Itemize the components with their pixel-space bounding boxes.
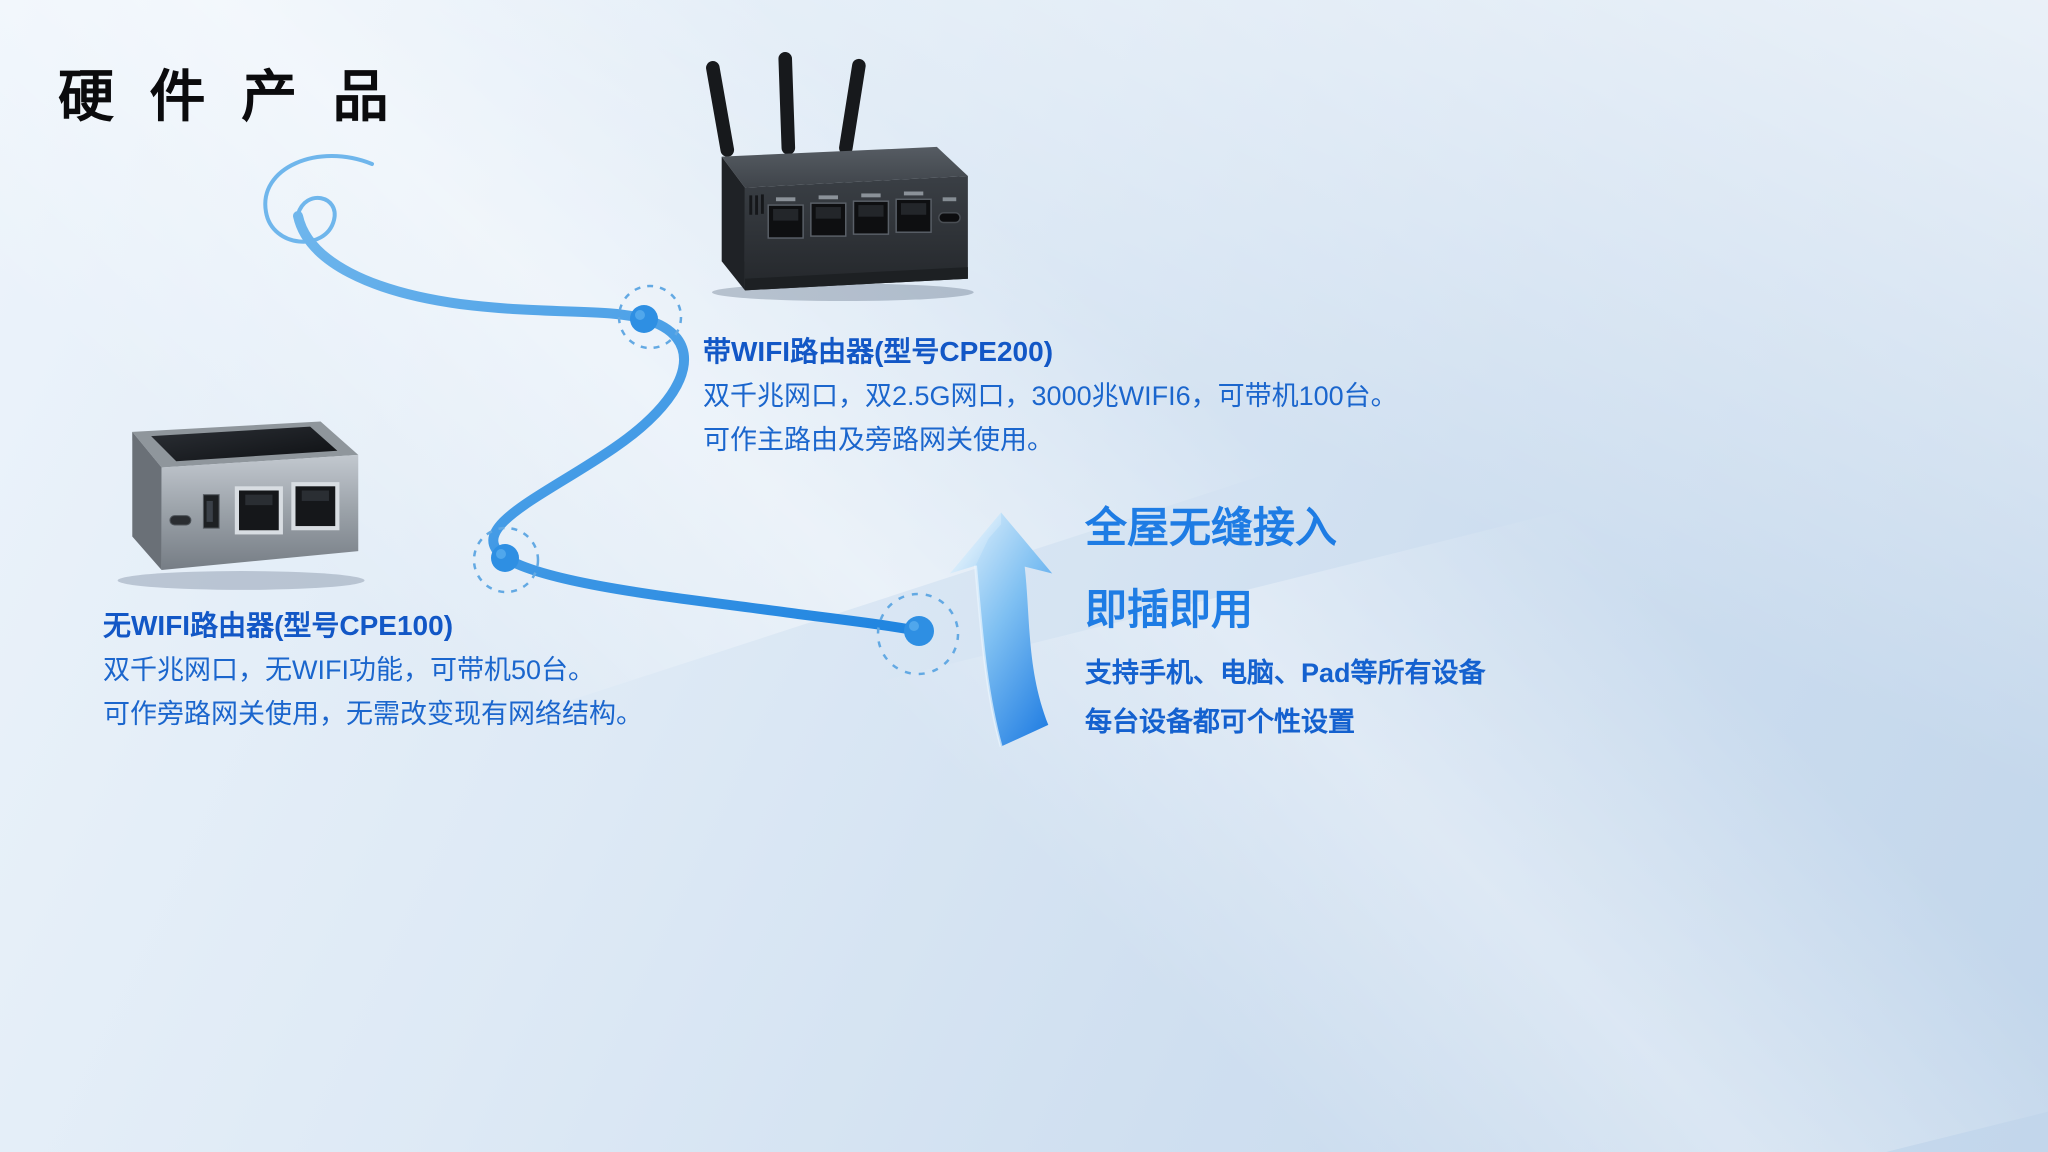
page-title: 硬 件 产 品: [58, 65, 399, 128]
highlights-block: 全屋无缝接入 即插即用 支持手机、电脑、Pad等所有设备 每台设备都可个性设置: [1085, 505, 1645, 757]
cpe200-line1: 双千兆网口，双2.5G网口，3000兆WIFI6，可带机100台。: [703, 381, 1398, 411]
highlight-headline-2: 即插即用: [1085, 586, 1254, 633]
cpe100-router-graphic: [117, 421, 365, 590]
cpe100-line1: 双千兆网口，无WIFI功能，可带机50台。: [103, 655, 596, 685]
highlight-sub-1: 支持手机、电脑、Pad等所有设备: [1085, 658, 1486, 688]
cpe200-router-graphic: [706, 51, 974, 302]
usb-c-port-icon: [938, 197, 961, 224]
connector-node: [472, 526, 540, 594]
up-arrow-icon: [948, 508, 1066, 754]
antenna-icon: [706, 51, 866, 157]
cpe200-router-image: [692, 50, 984, 302]
usb-a-port-icon: [202, 494, 220, 529]
cpe200-line2: 可作主路由及旁路网关使用。: [703, 425, 1054, 455]
ethernet-ports-icon: [767, 191, 932, 239]
cpe200-name: 带WIFI路由器(型号CPE200): [703, 336, 1054, 367]
connector-node: [617, 284, 683, 350]
highlight-headline-1: 全屋无缝接入: [1085, 504, 1338, 551]
cpe100-name: 无WIFI路由器(型号CPE100): [103, 610, 454, 641]
connector-node: [876, 592, 960, 676]
cpe100-router-image: [103, 413, 375, 591]
curve-curl: [263, 154, 374, 244]
ethernet-ports-icon: [234, 482, 340, 535]
usb-c-port-icon: [169, 515, 192, 526]
highlight-sub-2: 每台设备都可个性设置: [1085, 707, 1355, 737]
cpe100-line2: 可作旁路网关使用，无需改变现有网络结构。: [103, 699, 643, 729]
cpe100-text-block: 无WIFI路由器(型号CPE100) 双千兆网口，无WIFI功能，可带机50台。…: [103, 604, 743, 736]
up-arrow-graphic: [949, 512, 1053, 747]
cpe200-text-block: 带WIFI路由器(型号CPE200) 双千兆网口，双2.5G网口，3000兆WI…: [703, 330, 1463, 462]
